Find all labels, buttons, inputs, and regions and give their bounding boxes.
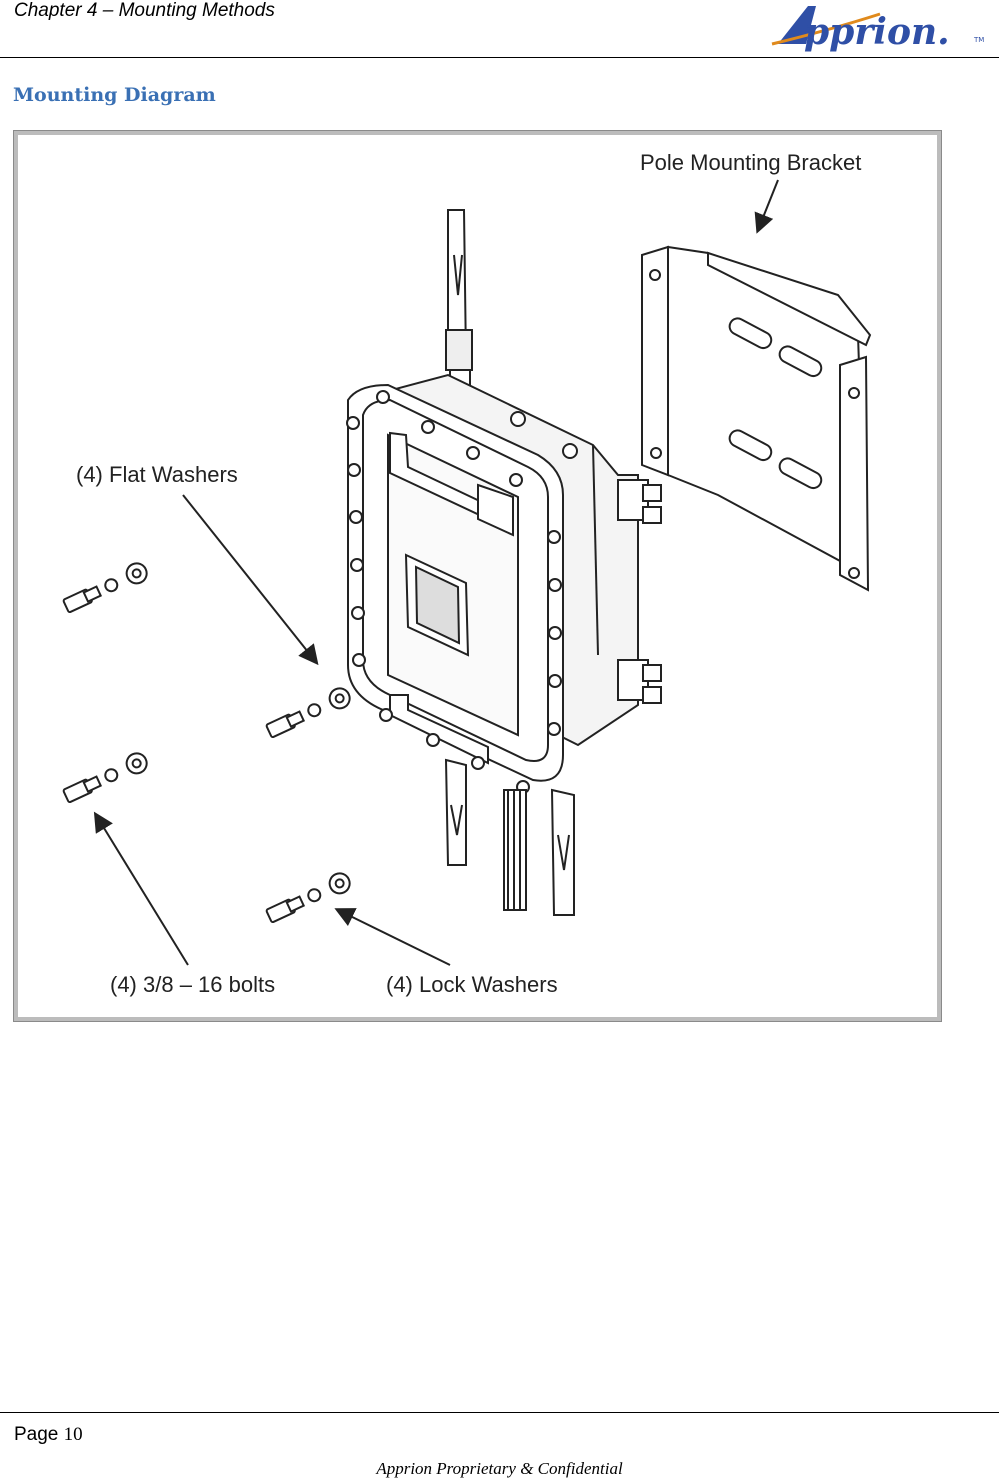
page-number: 10 (63, 1424, 83, 1445)
label-flat-washers: (4) Flat Washers (76, 462, 238, 487)
label-bolts: (4) 3/8 – 16 bolts (110, 972, 275, 997)
page-number-line: Page 10 (14, 1424, 83, 1446)
header-rule (0, 57, 999, 58)
label-lock-washers: (4) Lock Washers (386, 972, 558, 997)
svg-text:TM: TM (973, 36, 984, 44)
section-heading: Mounting Diagram (13, 84, 216, 106)
confidentiality-note: Apprion Proprietary & Confidential (376, 1459, 623, 1478)
footer-rule (0, 1412, 999, 1413)
svg-text:pprion.: pprion. (804, 11, 950, 53)
label-pole-mounting-bracket: Pole Mounting Bracket (640, 150, 861, 175)
mounting-diagram-figure: Pole Mounting Bracket (4) Flat Washers (… (13, 130, 942, 1022)
page-label: Page (14, 1424, 59, 1445)
mounting-diagram-drawing: Pole Mounting Bracket (4) Flat Washers (… (62, 150, 872, 997)
chapter-title: Chapter 4 – Mounting Methods (14, 0, 275, 21)
apprion-logo: pprion. TM (771, 6, 984, 53)
